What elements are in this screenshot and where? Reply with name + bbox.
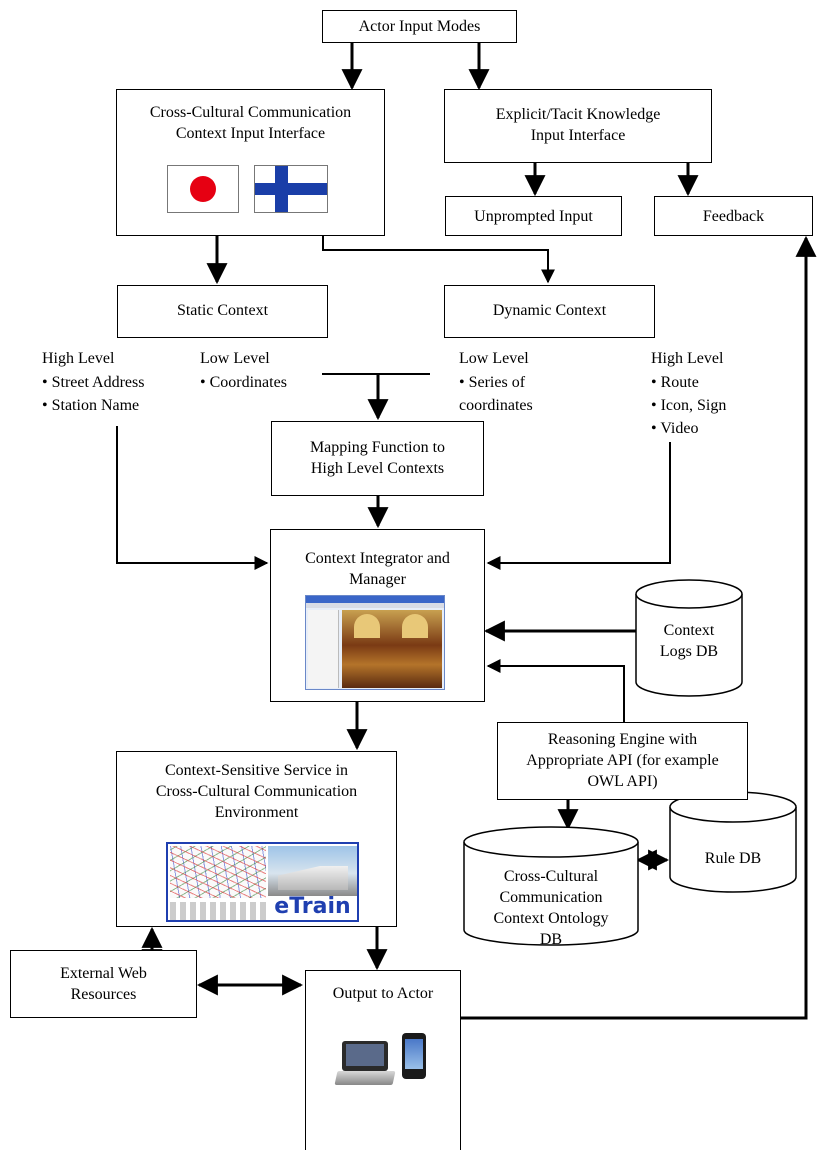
- actor-input-modes-box: Actor Input Modes: [322, 10, 517, 43]
- cc-context-input-label: Cross-Cultural Communication Context Inp…: [149, 104, 352, 142]
- unprompted-input-box: Unprompted Input: [445, 196, 622, 236]
- phone-icon: [402, 1033, 426, 1079]
- mapping-function-label: Mapping Function to High Level Contexts: [309, 439, 446, 477]
- external-web-label: External Web Resources: [60, 965, 147, 1003]
- arrow-reasoning-to-integrator: [486, 659, 625, 722]
- explicit-tacit-label: Explicit/Tacit Knowledge Input Interface: [495, 106, 661, 144]
- static-low-level-items: • Coordinates: [200, 374, 287, 391]
- integrator-box: Context Integrator and Manager: [270, 529, 485, 702]
- rule-db: [669, 791, 797, 893]
- rule-db-label: Rule DB: [704, 850, 762, 867]
- static-low-level-title: Low Level: [200, 350, 270, 367]
- finland-flag: [254, 165, 328, 213]
- output-actor-box: Output to Actor: [305, 970, 461, 1150]
- feedback-label: Feedback: [702, 208, 765, 225]
- laptop-icon: [334, 1041, 396, 1091]
- integrator-screenshot: [305, 595, 445, 690]
- static-context-box: Static Context: [117, 285, 328, 338]
- dynamic-high-level-title: High Level: [651, 350, 724, 367]
- service-label: Context-Sensitive Service in Cross-Cultu…: [155, 762, 358, 821]
- feedback-box: Feedback: [654, 196, 813, 236]
- arrow-output-feedback: [461, 235, 817, 1020]
- explicit-tacit-box: Explicit/Tacit Knowledge Input Interface: [444, 89, 712, 163]
- external-web-box: External Web Resources: [10, 950, 197, 1018]
- mapping-function-box: Mapping Function to High Level Contexts: [271, 421, 484, 496]
- etrain-image: eTrain: [166, 842, 359, 922]
- dynamic-context-label: Dynamic Context: [492, 302, 607, 319]
- japan-flag: [167, 165, 239, 213]
- static-context-label: Static Context: [176, 302, 269, 319]
- ontology-db: [463, 826, 639, 946]
- static-high-level-items: • Street Address • Station Name: [42, 374, 145, 414]
- output-actor-label: Output to Actor: [332, 985, 434, 1002]
- dynamic-low-level-title: Low Level: [459, 350, 529, 367]
- ontology-db-label: Cross-Cultural Communication Context Ont…: [493, 868, 609, 948]
- reasoning-engine-box: Reasoning Engine with Appropriate API (f…: [497, 722, 748, 800]
- logs-db-label: Context Logs DB: [659, 622, 719, 660]
- cc-context-input-box: Cross-Cultural Communication Context Inp…: [116, 89, 385, 236]
- static-high-level-title: High Level: [42, 350, 115, 367]
- integrator-label: Context Integrator and Manager: [305, 550, 450, 588]
- arrow-static-high-to-integrator: [116, 426, 269, 570]
- dynamic-context-box: Dynamic Context: [444, 285, 655, 338]
- arrow-ccinput-to-dynamic: [322, 236, 555, 284]
- dynamic-low-level-items: • Series of coordinates: [459, 374, 533, 414]
- service-box: Context-Sensitive Service in Cross-Cultu…: [116, 751, 397, 927]
- unprompted-input-label: Unprompted Input: [474, 208, 593, 225]
- actor-input-modes-label: Actor Input Modes: [358, 18, 481, 35]
- context-logs-db: [635, 579, 743, 697]
- etrain-logo: eTrain: [274, 894, 351, 919]
- reasoning-engine-label: Reasoning Engine with Appropriate API (f…: [526, 731, 719, 790]
- dynamic-high-level-items: • Route • Icon, Sign • Video: [651, 374, 727, 437]
- arrow-dynamic-high-to-integrator: [486, 442, 671, 570]
